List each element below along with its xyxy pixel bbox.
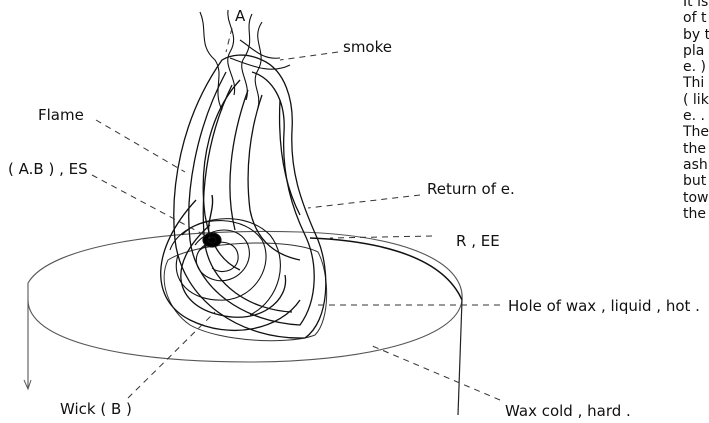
label-wick: Wick ( B ) [60, 400, 132, 418]
side-note-line: ( lik [683, 92, 709, 108]
leader-r-ee [330, 236, 432, 238]
leader-ab-es [92, 175, 210, 238]
side-note-line: Thi [683, 75, 709, 91]
side-note-line: tow [683, 190, 709, 206]
side-note-line: pla [683, 43, 709, 59]
side-note-line: but [683, 173, 709, 189]
label-return-e: Return of e. [427, 180, 515, 198]
label-smoke: smoke [343, 38, 392, 56]
flame-body [161, 55, 326, 338]
smoke-wisps [200, 10, 290, 110]
side-note-line: It is [683, 0, 709, 10]
melt-pool [164, 243, 327, 341]
label-wax-cold: Wax cold , hard . [505, 402, 631, 420]
label-hole-wax: Hole of wax , liquid , hot . [508, 297, 700, 315]
side-note-line: of t [683, 10, 709, 26]
side-note-line: the [683, 206, 709, 222]
side-note-line: ash [683, 157, 709, 173]
label-r-ee: R , EE [456, 232, 500, 250]
side-note-line: the [683, 141, 709, 157]
side-note-line: e. . [683, 108, 709, 124]
side-note: It is of t by t pla e. ) Thi ( lik e. . … [683, 0, 709, 222]
side-note-line: The [683, 124, 709, 140]
candle-right-wall [458, 300, 462, 415]
leader-return-e [308, 195, 420, 208]
side-note-line: e. ) [683, 59, 709, 75]
melt-pool-rim-right [310, 238, 462, 300]
label-a: A [235, 7, 245, 25]
side-note-line: by t [683, 27, 709, 43]
leader-a [226, 28, 232, 52]
label-ab-es: ( A.B ) , ES [8, 160, 88, 178]
leader-wick [128, 312, 215, 398]
leader-wax-cold [370, 345, 500, 400]
wick [209, 195, 213, 236]
leader-flame [96, 120, 185, 172]
label-flame: Flame [38, 106, 84, 124]
flame-core-swirls [170, 219, 280, 315]
leader-smoke [280, 52, 338, 60]
